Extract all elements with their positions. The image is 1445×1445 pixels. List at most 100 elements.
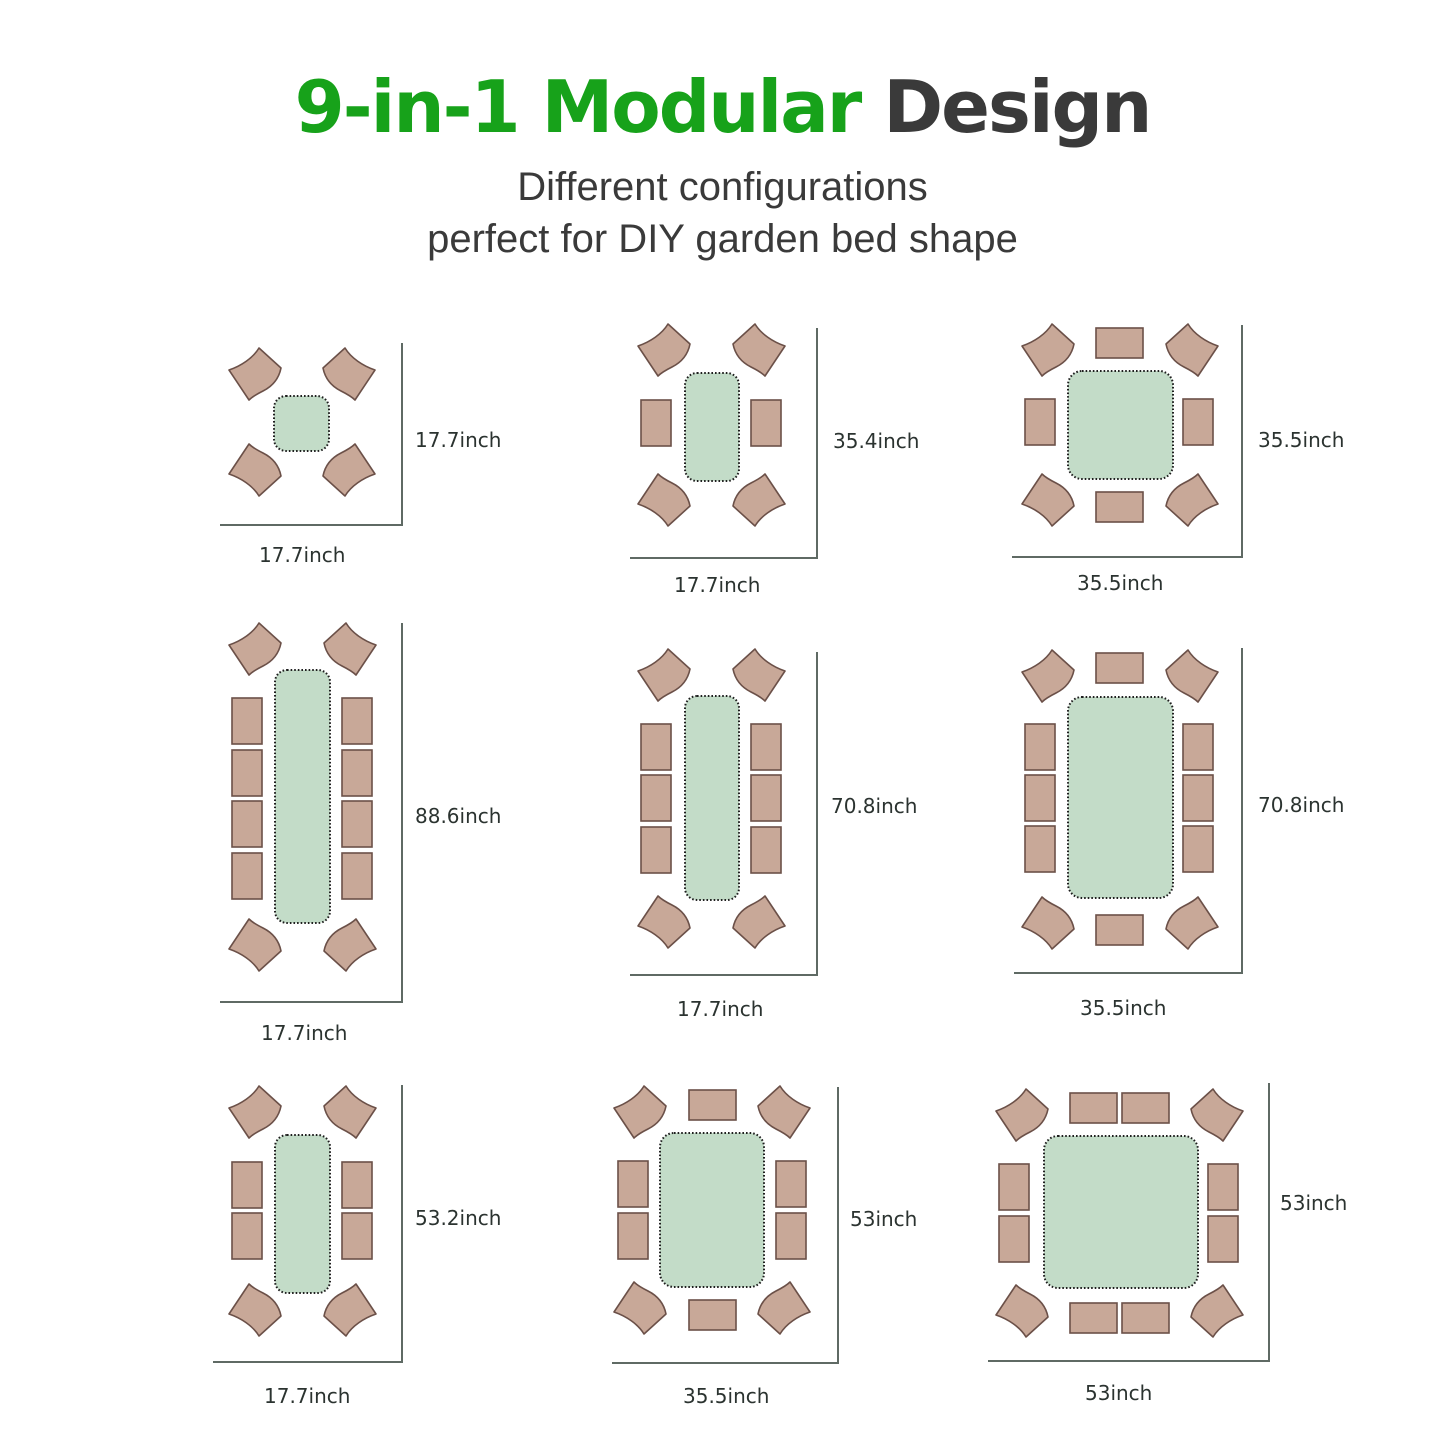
corner-panel-icon — [637, 323, 691, 377]
corner-panel-icon — [323, 1283, 377, 1337]
configuration-7: 53.2inch 17.7inch — [213, 1085, 501, 1408]
width-label: 53inch — [1085, 1381, 1152, 1405]
straight-panel — [1024, 774, 1056, 822]
subtitle-line-2: perfect for DIY garden bed shape — [427, 217, 1018, 261]
straight-panel — [1024, 825, 1056, 873]
corner-panel-icon — [1190, 1088, 1244, 1142]
soil-area — [684, 695, 740, 901]
width-label: 35.5inch — [1077, 571, 1163, 595]
straight-panel — [341, 697, 373, 745]
axis-lines — [988, 1083, 1270, 1362]
title-dark-part: Design — [883, 65, 1152, 149]
straight-panel — [688, 1089, 737, 1121]
corner-panel-icon — [732, 323, 786, 377]
axis-lines — [1014, 648, 1243, 974]
width-label: 17.7inch — [261, 1021, 347, 1045]
corner-panel-icon — [732, 648, 786, 702]
corner-panel-icon — [613, 1281, 667, 1335]
corner-panel-icon — [228, 347, 282, 401]
corner-panel-icon — [322, 347, 376, 401]
title-green-part: 9-in-1 Modular — [294, 65, 863, 149]
soil-area — [659, 1132, 765, 1288]
width-label: 35.5inch — [1080, 996, 1166, 1020]
corner-panel-icon — [1165, 896, 1219, 950]
corner-panel-icon — [228, 1085, 282, 1139]
corner-panel-icon — [1190, 1284, 1244, 1338]
configuration-8: 53inch 35.5inch — [612, 1085, 917, 1408]
corner-panel-icon — [1021, 896, 1075, 950]
straight-panel — [750, 774, 782, 822]
corner-panel-icon — [732, 473, 786, 527]
corner-panel-icon — [1165, 323, 1219, 377]
length-label: 35.4inch — [833, 429, 919, 453]
straight-panel — [1182, 723, 1214, 771]
straight-panel — [998, 1163, 1030, 1211]
configuration-9: 53inch 53inch — [988, 1083, 1347, 1405]
soil-area — [1067, 696, 1174, 899]
length-label: 70.8inch — [831, 794, 917, 818]
corner-panel-icon — [228, 622, 282, 676]
straight-panel — [1182, 825, 1214, 873]
straight-panel — [1095, 652, 1144, 684]
straight-panel — [750, 723, 782, 771]
corner-panel-icon — [1021, 473, 1075, 527]
subtitle-line-1: Different configurations — [517, 165, 928, 209]
corner-panel-icon — [637, 473, 691, 527]
corner-panel-icon — [322, 443, 376, 497]
axis-lines — [630, 328, 818, 559]
width-label: 17.7inch — [259, 543, 345, 567]
straight-panel — [1024, 723, 1056, 771]
corner-panel-icon — [323, 918, 377, 972]
axis-lines — [630, 652, 818, 976]
width-label: 17.7inch — [677, 997, 763, 1021]
corner-panel-icon — [995, 1088, 1049, 1142]
corner-panel-icon — [1165, 649, 1219, 703]
straight-panel — [341, 1212, 373, 1260]
straight-panel — [1182, 774, 1214, 822]
straight-panel — [1121, 1302, 1170, 1334]
corner-panel-icon — [995, 1284, 1049, 1338]
straight-panel — [231, 800, 263, 848]
axis-lines — [213, 1085, 403, 1363]
straight-panel — [1069, 1092, 1118, 1124]
configuration-6: 70.8inch 35.5inch — [1014, 648, 1344, 1020]
straight-panel — [640, 723, 672, 771]
straight-panel — [750, 399, 782, 447]
corner-panel-icon — [757, 1085, 811, 1139]
straight-panel — [341, 852, 373, 900]
length-label: 53inch — [1280, 1191, 1347, 1215]
straight-panel — [640, 774, 672, 822]
straight-panel — [775, 1212, 807, 1260]
configuration-4: 88.6inch 17.7inch — [220, 622, 501, 1045]
page-title: 9-in-1 Modular Design — [0, 62, 1445, 152]
straight-panel — [1207, 1215, 1239, 1263]
width-label: 35.5inch — [683, 1384, 769, 1408]
straight-panel — [617, 1160, 649, 1208]
straight-panel — [1069, 1302, 1118, 1334]
soil-area — [1043, 1135, 1199, 1289]
corner-panel-icon — [1021, 323, 1075, 377]
length-label: 70.8inch — [1258, 793, 1344, 817]
corner-panel-icon — [228, 918, 282, 972]
straight-panel — [617, 1212, 649, 1260]
corner-panel-icon — [637, 895, 691, 949]
axis-lines — [220, 623, 403, 1003]
soil-area — [274, 669, 331, 924]
length-label: 53.2inch — [415, 1206, 501, 1230]
corner-panel-icon — [732, 895, 786, 949]
axis-lines — [220, 343, 403, 526]
corner-panel-icon — [1021, 649, 1075, 703]
corner-panel-icon — [757, 1281, 811, 1335]
straight-panel — [341, 800, 373, 848]
axis-lines — [1012, 325, 1243, 558]
configuration-5: 70.8inch 17.7inch — [630, 648, 917, 1021]
straight-panel — [775, 1160, 807, 1208]
straight-panel — [1095, 491, 1144, 523]
straight-panel — [341, 1161, 373, 1209]
width-label: 17.7inch — [674, 573, 760, 597]
length-label: 17.7inch — [415, 428, 501, 452]
straight-panel — [1207, 1163, 1239, 1211]
corner-panel-icon — [228, 1283, 282, 1337]
straight-panel — [231, 697, 263, 745]
